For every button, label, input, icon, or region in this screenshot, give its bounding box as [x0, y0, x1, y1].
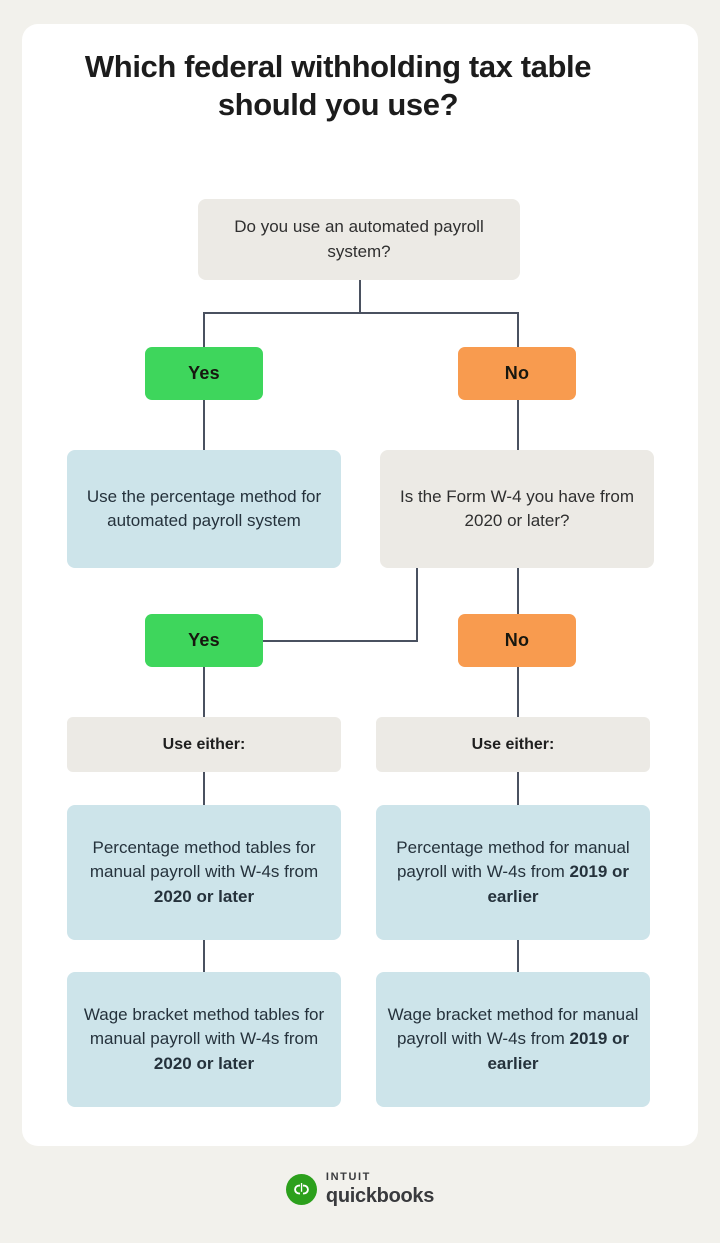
answer-pill-label: Yes	[188, 630, 220, 650]
connector-left-option1-to-option2	[203, 940, 205, 972]
root-question-box: Do you use an automated payroll system?	[198, 199, 520, 280]
answer-pill-yes-root[interactable]: Yes	[145, 347, 263, 400]
use-either-bar-left: Use either:	[67, 717, 341, 772]
page-title: Which federal withholding tax table shou…	[84, 49, 592, 123]
answer-pill-yes-w4[interactable]: Yes	[145, 614, 263, 667]
option-text: Percentage method for manual payroll wit…	[376, 836, 650, 908]
connector-root-down	[359, 280, 361, 313]
w4-question-box: Is the Form W-4 you have from 2020 or la…	[380, 450, 654, 568]
connector-w4-to-no	[517, 568, 519, 615]
use-either-bar-right: Use either:	[376, 717, 650, 772]
result-text: Use the percentage method for automated …	[86, 486, 322, 530]
connector-split-to-yes	[203, 312, 205, 347]
connector-yes2-to-use-either	[203, 667, 205, 717]
answer-pill-label: No	[504, 630, 530, 650]
connector-right-bar-to-option1	[517, 772, 519, 805]
connector-left-bar-to-option1	[203, 772, 205, 805]
quickbooks-mark-icon	[285, 1173, 317, 1205]
option-text-prefix: Percentage method tables for manual payr…	[89, 838, 319, 882]
option-text-bold: 2020 or later	[153, 886, 255, 906]
brand-quickbooks-text: quickbooks	[325, 1185, 435, 1207]
use-either-label: Use either:	[471, 735, 555, 753]
option-left-wage-bracket-method: Wage bracket method tables for manual pa…	[67, 972, 341, 1107]
connector-split-to-no	[517, 312, 519, 347]
option-right-wage-bracket-method: Wage bracket method for manual payroll w…	[376, 972, 650, 1107]
option-text-prefix: Percentage method for manual payroll wit…	[396, 838, 630, 882]
w4-question-text: Is the Form W-4 you have from 2020 or la…	[400, 486, 634, 530]
option-text: Wage bracket method for manual payroll w…	[376, 1003, 650, 1075]
connector-no2-to-use-either	[517, 667, 519, 717]
option-text-prefix: Wage bracket method tables for manual pa…	[83, 1005, 325, 1049]
option-text-prefix: Wage bracket method for manual payroll w…	[387, 1005, 639, 1049]
option-text: Wage bracket method tables for manual pa…	[67, 1003, 341, 1075]
connector-split-horizontal	[203, 312, 519, 314]
brand-intuit-text: INTUIT	[325, 1171, 371, 1183]
connector-no-to-w4-question	[517, 400, 519, 450]
option-text-bold: 2020 or later	[153, 1053, 255, 1073]
answer-pill-no-w4[interactable]: No	[458, 614, 576, 667]
connector-w4-to-yes-elbow	[416, 568, 418, 642]
quickbooks-logo: INTUIT quickbooks	[0, 1172, 720, 1206]
option-right-percentage-method: Percentage method for manual payroll wit…	[376, 805, 650, 940]
option-text-bold: 2019 or earlier	[487, 1029, 630, 1073]
connector-yes-to-result	[203, 400, 205, 450]
root-question-text: Do you use an automated payroll system?	[234, 217, 484, 261]
option-text-bold: 2019 or earlier	[487, 862, 630, 906]
connector-right-option1-to-option2	[517, 940, 519, 972]
result-automated-percentage-method: Use the percentage method for automated …	[67, 450, 341, 568]
connector-w4-yes-horizontal	[262, 640, 418, 642]
brand-wordmark: INTUIT quickbooks	[325, 1171, 435, 1207]
answer-pill-label: Yes	[188, 363, 220, 383]
option-left-percentage-method: Percentage method tables for manual payr…	[67, 805, 341, 940]
use-either-label: Use either:	[162, 735, 246, 753]
answer-pill-no-root[interactable]: No	[458, 347, 576, 400]
answer-pill-label: No	[504, 363, 530, 383]
option-text: Percentage method tables for manual payr…	[67, 836, 341, 908]
